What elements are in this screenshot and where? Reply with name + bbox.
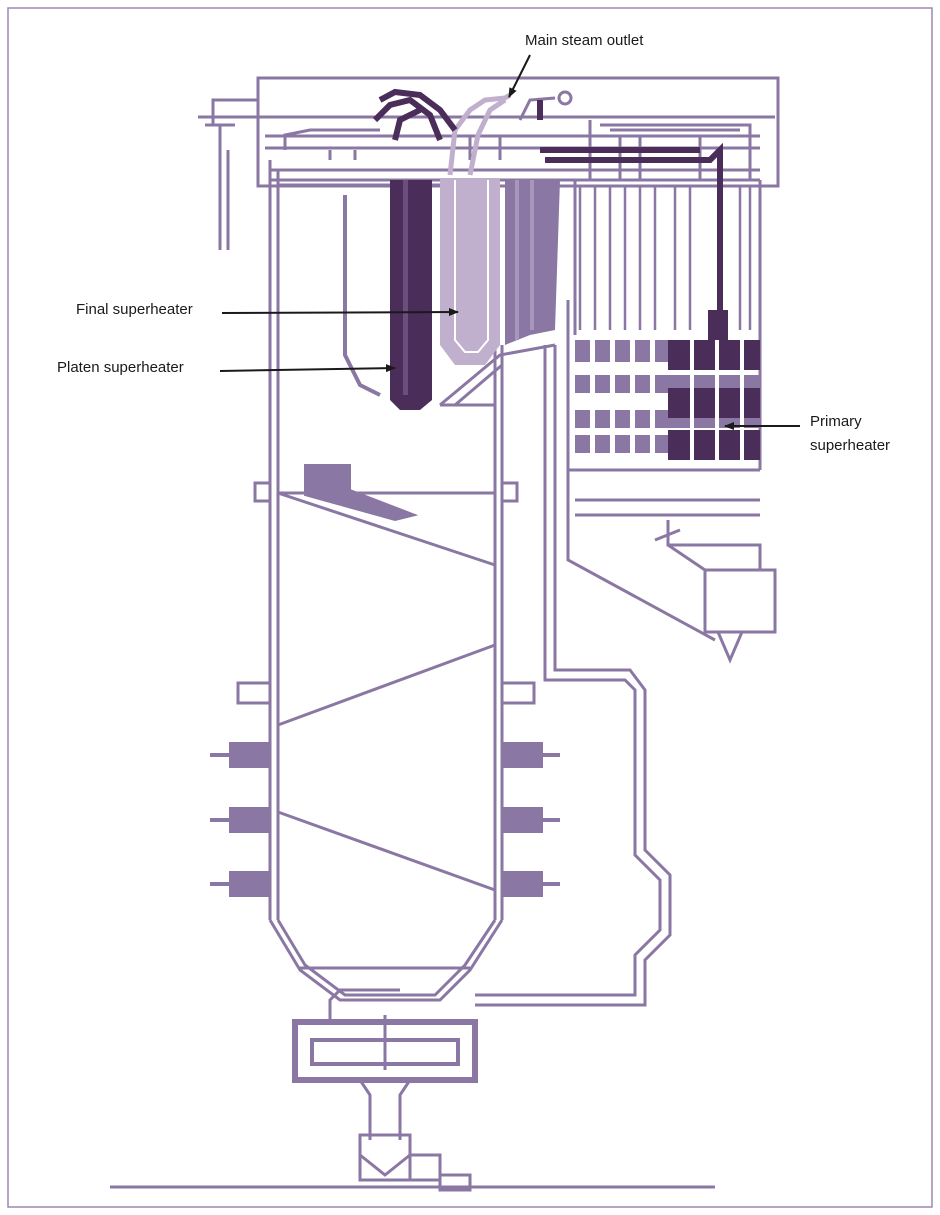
label-final-superheater: Final superheater: [76, 301, 459, 318]
leader-main-steam-outlet: [508, 54, 531, 98]
backpass-tubes: [578, 185, 752, 330]
fuel-feed: [304, 464, 419, 522]
label-platen-superheater-text: Platen superheater: [57, 359, 184, 376]
label-primary-superheater: Primary superheater: [724, 413, 890, 454]
label-primary-superheater-line1: Primary: [810, 413, 862, 430]
label-main-steam-outlet-text: Main steam outlet: [525, 32, 644, 49]
primary-link-pipe: [540, 142, 723, 310]
backpass-casing: [475, 180, 777, 1007]
burners-right: [500, 681, 560, 897]
label-main-steam-outlet: Main steam outlet: [508, 32, 644, 98]
label-primary-superheater-line2: superheater: [810, 437, 890, 454]
main-steam-outlet-pipe: [447, 92, 512, 176]
primary-superheater-gaps: [590, 340, 744, 460]
final-superheater: [440, 178, 500, 365]
figure-border: [7, 7, 933, 1208]
label-final-superheater-text: Final superheater: [76, 301, 193, 318]
bottom-ash-system: [292, 988, 478, 1192]
primary-superheater-dark: [668, 310, 760, 460]
leader-platen-superheater: [219, 364, 396, 373]
leader-final-superheater: [221, 308, 459, 317]
label-platen-superheater: Platen superheater: [57, 359, 396, 376]
platen-superheater: [343, 180, 432, 410]
burners-left: [210, 681, 272, 897]
platen-headers: [372, 88, 543, 142]
furnace-walls: [253, 160, 556, 1002]
intermediate-bank: [505, 180, 560, 345]
roof-enclosure: [198, 76, 780, 250]
